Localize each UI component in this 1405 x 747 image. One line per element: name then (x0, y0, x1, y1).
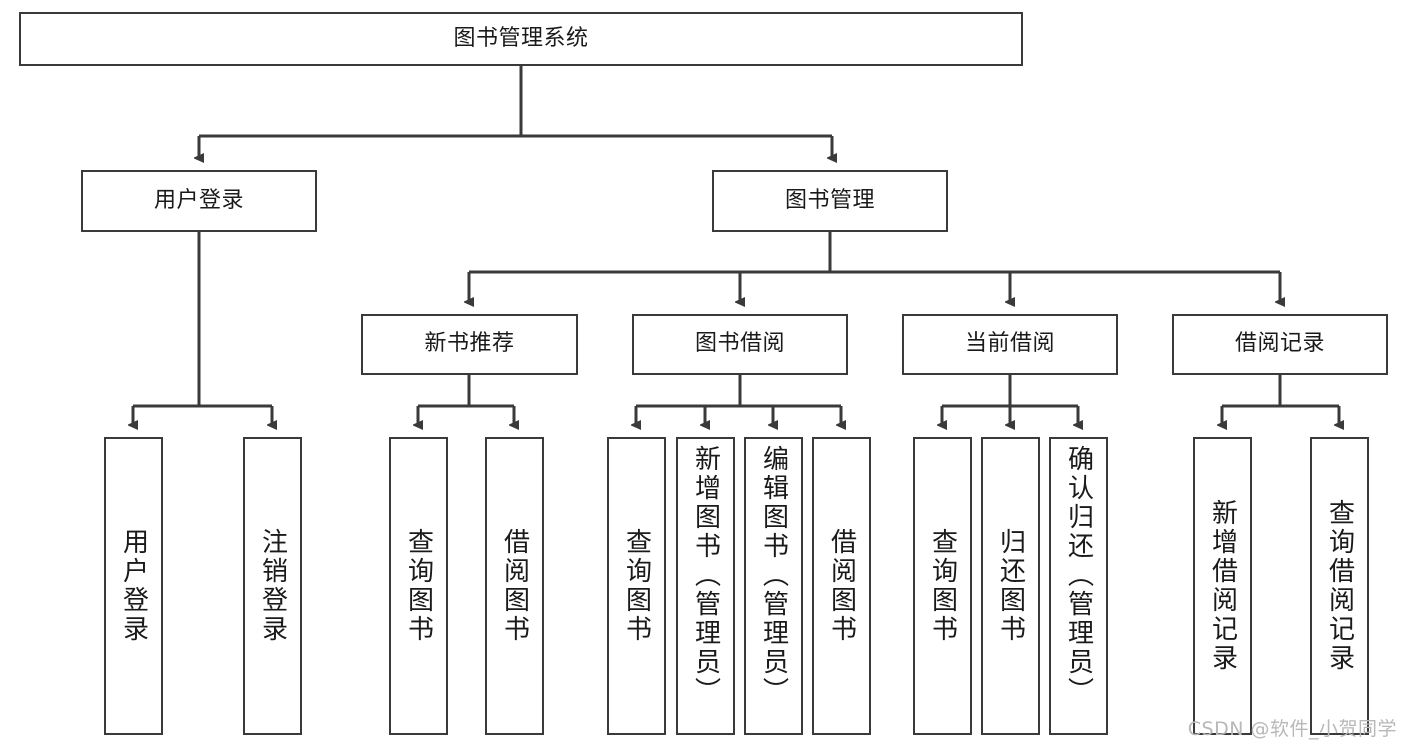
leaf-node[interactable]: 新增图书（管理员） (676, 437, 735, 735)
leaf-node[interactable]: 新增借阅记录 (1193, 437, 1252, 735)
leaf-node-label: 查询图书 (927, 528, 958, 644)
leaf-node[interactable]: 编辑图书（管理员） (744, 437, 803, 735)
leaf-node[interactable]: 查询图书 (607, 437, 666, 735)
leaf-node-label: 用户登录 (118, 528, 149, 644)
node-book-management[interactable]: 图书管理 (712, 170, 948, 232)
node-borrow-record-label: 借阅记录 (1234, 331, 1325, 357)
leaf-node-label: 借阅图书 (826, 528, 857, 644)
leaf-node[interactable]: 用户登录 (104, 437, 163, 735)
node-new-book-recommend-label: 新书推荐 (424, 331, 515, 357)
leaf-node[interactable]: 确认归还（管理员） (1049, 437, 1108, 735)
node-root-label: 图书管理系统 (453, 25, 589, 51)
node-book-management-label: 图书管理 (784, 187, 875, 213)
node-borrow-record[interactable]: 借阅记录 (1172, 314, 1388, 375)
node-user-login-label: 用户登录 (153, 187, 244, 213)
leaf-node-label: 新增图书（管理员） (690, 445, 721, 706)
leaf-node[interactable]: 借阅图书 (812, 437, 871, 735)
leaf-node-label: 借阅图书 (499, 528, 530, 644)
leaf-node[interactable]: 查询图书 (389, 437, 448, 735)
node-current-borrow-label: 当前借阅 (964, 331, 1055, 357)
node-new-book-recommend[interactable]: 新书推荐 (361, 314, 578, 375)
leaf-node[interactable]: 借阅图书 (485, 437, 544, 735)
node-root-system[interactable]: 图书管理系统 (19, 12, 1023, 66)
leaf-node-label: 确认归还（管理员） (1063, 445, 1094, 706)
leaf-node-label: 归还图书 (995, 528, 1026, 644)
node-user-login[interactable]: 用户登录 (81, 170, 317, 232)
leaf-node[interactable]: 查询图书 (913, 437, 972, 735)
leaf-node[interactable]: 注销登录 (243, 437, 302, 735)
node-current-borrow[interactable]: 当前借阅 (902, 314, 1118, 375)
node-book-borrow-label: 图书借阅 (694, 331, 785, 357)
leaf-node-label: 查询图书 (621, 528, 652, 644)
leaf-node-label: 注销登录 (257, 528, 288, 644)
leaf-node-label: 新增借阅记录 (1207, 499, 1238, 673)
leaf-node-label: 查询借阅记录 (1324, 499, 1355, 673)
node-book-borrow[interactable]: 图书借阅 (632, 314, 848, 375)
csdn-watermark: CSDN @软件_小贺同学 (1187, 718, 1397, 740)
leaf-node[interactable]: 查询借阅记录 (1310, 437, 1369, 735)
leaf-node[interactable]: 归还图书 (981, 437, 1040, 735)
leaf-node-label: 编辑图书（管理员） (758, 445, 789, 706)
leaf-node-label: 查询图书 (403, 528, 434, 644)
